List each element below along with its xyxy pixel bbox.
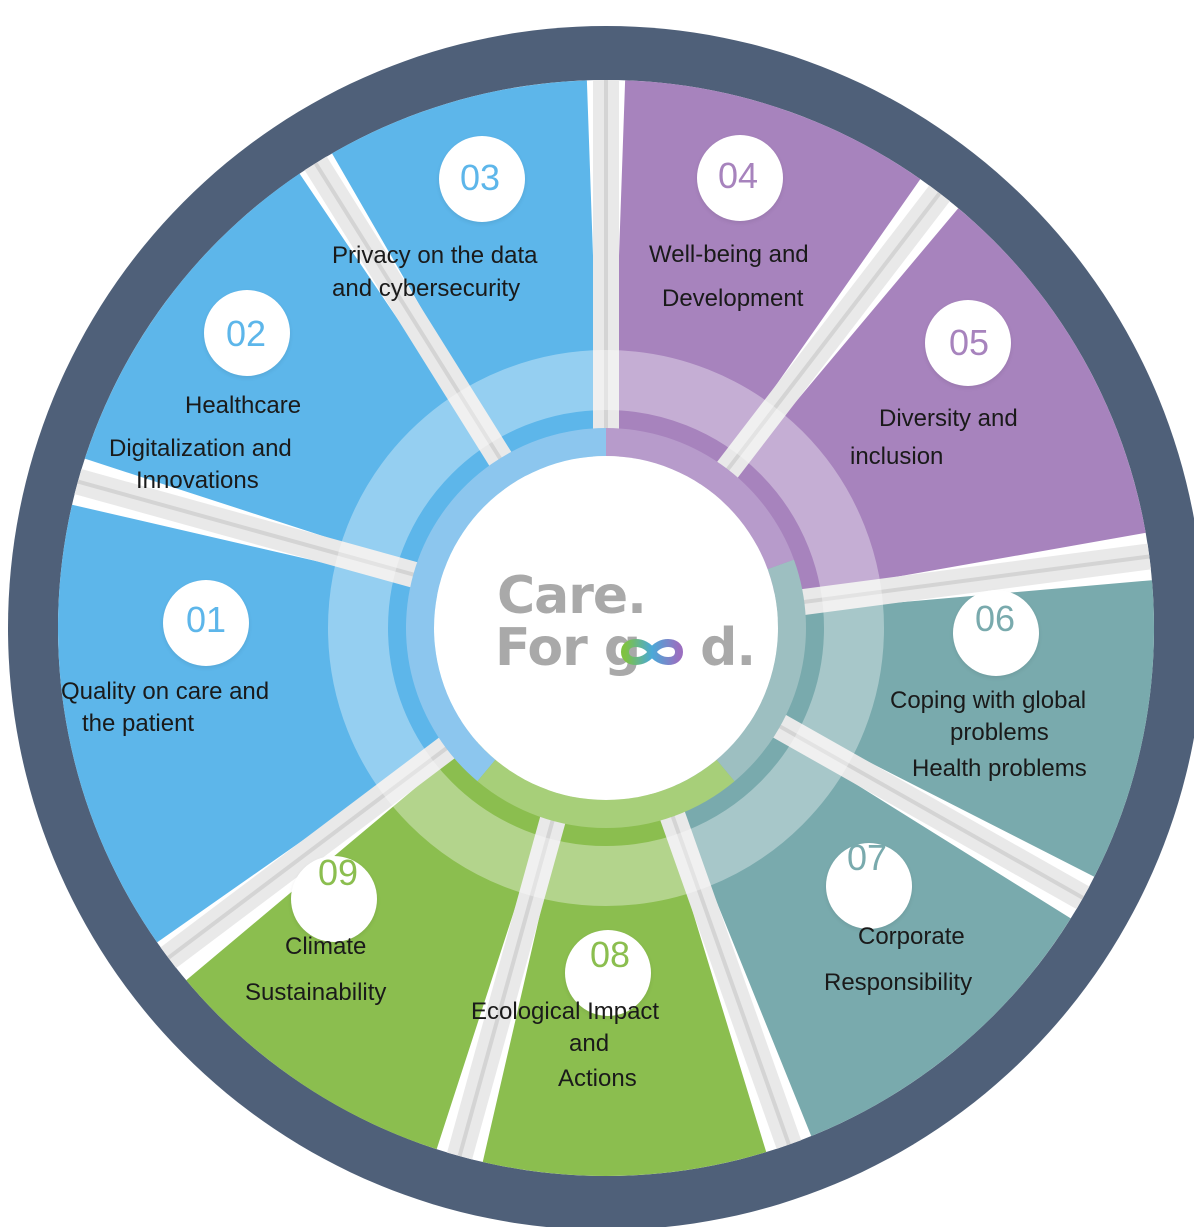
center-disc	[434, 456, 778, 800]
spoke-shade-8	[654, 768, 791, 1146]
center-arc-blue	[406, 428, 606, 782]
center-arc-purple	[606, 428, 794, 570]
spoke-shade-5	[695, 192, 942, 511]
badge-07	[826, 843, 912, 929]
segment-label-03-line-1: Privacy on the data	[332, 242, 538, 269]
segment-label-08-line-3: Actions	[558, 1065, 637, 1092]
segment-label-06-line-2: problems	[950, 719, 1049, 746]
badge-01	[163, 580, 249, 666]
segment-label-05-line-1: Diversity and	[879, 405, 1018, 432]
logo-line-2-prefix: For g	[495, 618, 641, 678]
badge-02	[204, 290, 290, 376]
segment-label-08-line-1: Ecological Impact	[471, 998, 660, 1025]
segment-label-07-line-2: Responsibility	[824, 969, 973, 996]
badge-04	[697, 135, 783, 221]
badge-09	[291, 856, 377, 942]
segment-label-05-line-2: inclusion	[850, 443, 944, 470]
logo-line-1: Care.	[497, 566, 647, 626]
inner-pale-band	[328, 350, 884, 906]
segment-02-wedge	[84, 173, 523, 582]
segment-label-02-line-3: Innovations	[136, 467, 259, 494]
segment-label-07-line-1: Corporate	[858, 923, 965, 950]
segment-04-wedge	[611, 80, 921, 506]
segment-label-02-line-1: Healthcare	[185, 392, 302, 419]
spoke-shade-1	[167, 716, 488, 960]
logo-line-2-suffix: d.	[700, 618, 756, 678]
segment-label-02-line-2: Digitalization and	[109, 435, 292, 462]
segment-09-wedge	[186, 724, 560, 1150]
segment-label-04-line-2: Development	[662, 285, 804, 312]
segment-label-03-line-2: and cybersecurity	[332, 275, 521, 302]
spoke-shade-7	[735, 700, 1084, 900]
segment-05-wedge	[702, 208, 1146, 602]
badge-06	[953, 590, 1039, 676]
segment-number-05: 05	[949, 322, 990, 363]
segment-06-wedge	[739, 580, 1154, 877]
segment-label-01-line-1: Quality on care and	[61, 678, 270, 705]
segment-number-09: 09	[318, 852, 359, 893]
segment-label-09-line-2: Sustainability	[245, 979, 387, 1006]
segment-number-03: 03	[460, 157, 501, 198]
segment-number-06: 06	[975, 598, 1016, 639]
segment-number-01: 01	[186, 599, 227, 640]
segment-number-02: 02	[226, 313, 267, 354]
segment-number-04: 04	[718, 155, 759, 196]
segment-label-08-line-2: and	[569, 1030, 610, 1057]
segment-label-09-line-1: Climate	[285, 933, 367, 960]
segment-number-08: 08	[590, 934, 631, 975]
segment-03-wedge	[332, 80, 601, 499]
badge-08	[565, 930, 651, 1016]
segment-label-04-line-1: Well-being and	[649, 241, 809, 268]
infinity-icon	[620, 639, 684, 665]
segment-number-07: 07	[847, 837, 888, 878]
segment-label-01-line-2: the patient	[82, 710, 195, 737]
spoke-shade-9	[457, 772, 568, 1157]
spoke-shade-3	[313, 162, 529, 502]
spoke-shade-6	[754, 554, 1150, 611]
center-arc-green	[477, 759, 735, 828]
segment-label-06-line-1: Coping with global	[890, 687, 1087, 714]
badge-03	[439, 136, 525, 222]
center-arc-teal	[716, 559, 806, 782]
badge-05	[925, 300, 1011, 386]
spoke-shade-2	[77, 479, 462, 590]
segment-label-06-line-3: Health problems	[912, 755, 1087, 782]
